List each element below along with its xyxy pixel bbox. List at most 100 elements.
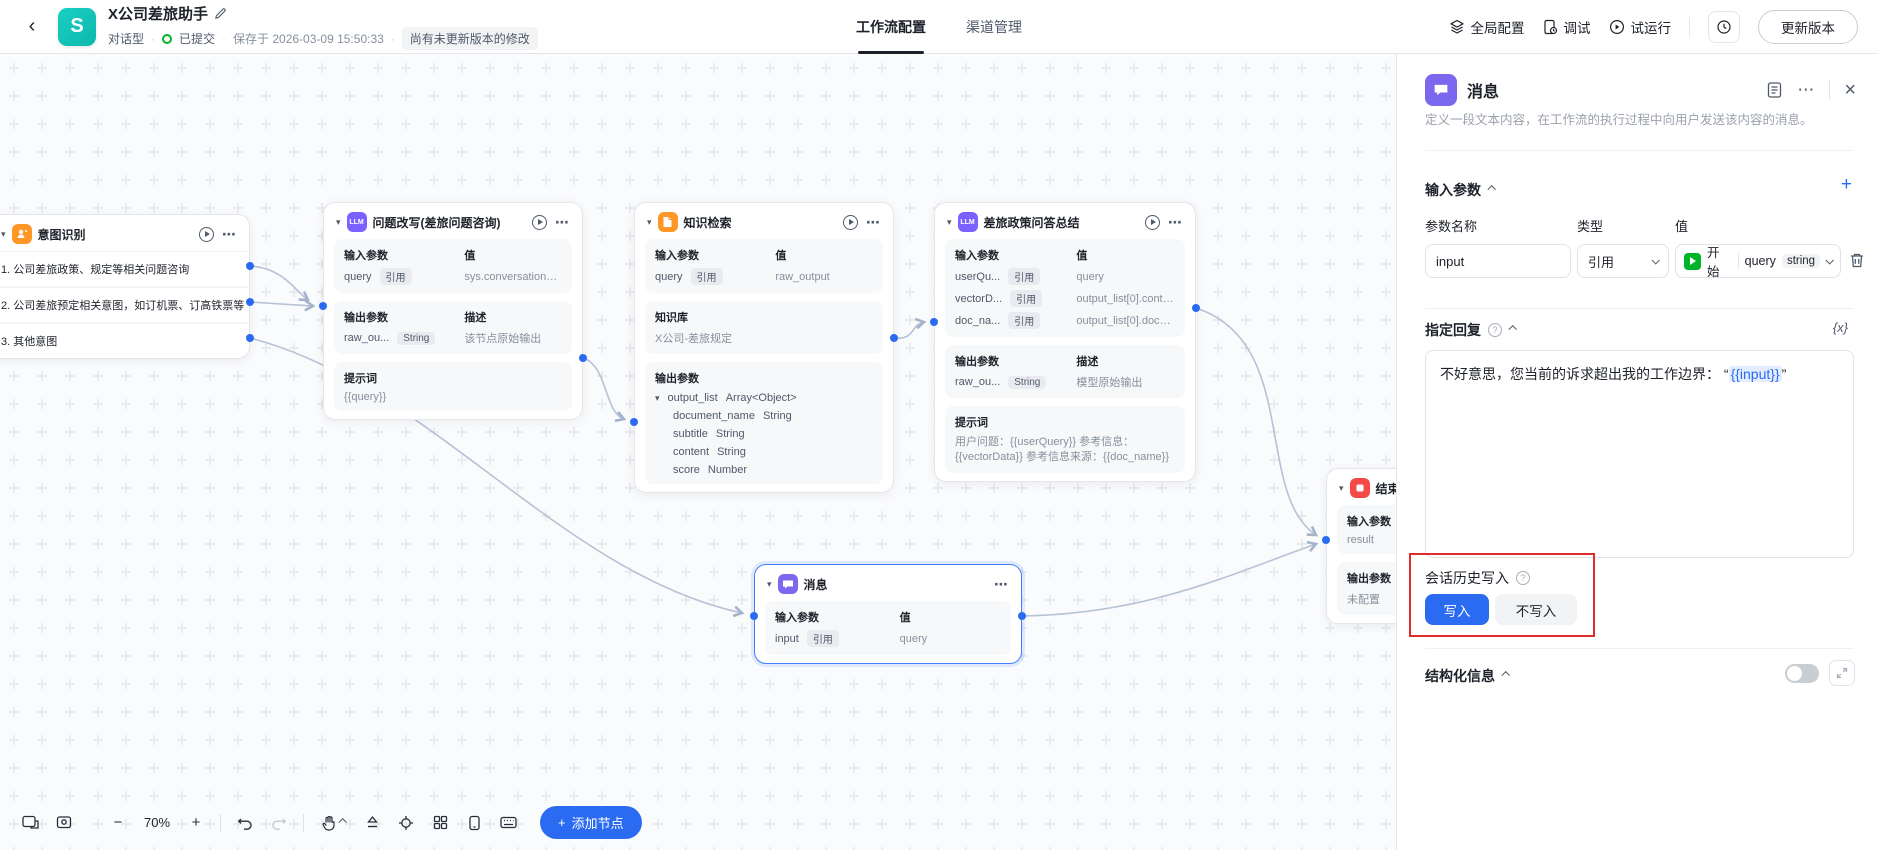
history-no-write-button[interactable]: 不写入 <box>1495 594 1577 625</box>
ref-tag: 引用 <box>690 268 723 285</box>
header-divider <box>1689 16 1690 37</box>
panel-description: 定义一段文本内容，在工作流的执行过程中向用户发送该内容的消息。 <box>1425 113 1813 127</box>
type-tag: String <box>397 331 436 345</box>
help-icon[interactable]: ? <box>1516 571 1530 585</box>
node-run-icon[interactable] <box>1145 214 1160 230</box>
start-node-icon <box>1684 252 1701 270</box>
workflow-canvas[interactable]: ▾ 意图识别 ⋯ 1. 公司差旅政策、规定等相关问题咨询 2. 公司差旅预定相关… <box>0 54 1396 850</box>
node-run-icon[interactable] <box>843 214 858 230</box>
node-config-panel: 消息 ⋯ × 定义一段文本内容，在工作流的执行过程中向用户发送该内容的消息。 输… <box>1396 54 1878 850</box>
llm-node-icon: LLM <box>957 212 978 232</box>
undo-button[interactable] <box>231 809 259 837</box>
panel-divider <box>1829 80 1831 100</box>
delete-param-button[interactable] <box>1849 252 1865 274</box>
source-param-label: query <box>1744 254 1776 268</box>
node-outputs-section: 输出参数 描述 raw_ou...String 该节点原始输出 <box>334 301 572 354</box>
keyboard-shortcuts-icon[interactable] <box>494 809 522 837</box>
node-more-icon[interactable]: ⋯ <box>866 214 881 230</box>
node-policy-summary[interactable]: ▾ LLM 差旅政策问答总结 ⋯ 输入参数 值 userQu...引用 quer… <box>934 202 1196 482</box>
back-button[interactable]: ‹ <box>28 15 36 37</box>
tab-workflow-config[interactable]: 工作流配置 <box>856 0 926 54</box>
debug-button[interactable]: 调试 <box>1543 17 1591 37</box>
reply-editor[interactable]: 不好意思，您当前的诉求超出我的工作边界： “{{input}}” <box>1425 350 1854 558</box>
node-more-icon[interactable]: ⋯ <box>555 214 570 230</box>
redo-button[interactable] <box>265 809 293 837</box>
chevron-down-icon <box>1825 256 1834 265</box>
node-title: 问题改写(差旅问题咨询) <box>372 215 501 230</box>
panel-more-icon[interactable]: ⋯ <box>1797 80 1816 99</box>
collapse-caret-icon[interactable]: ▾ <box>947 216 952 227</box>
node-outputs-section: 输出参数 描述 raw_ou...String 模型原始输出 <box>945 345 1185 398</box>
section-divider <box>1425 648 1854 649</box>
structured-section-title: 结构化信息 <box>1425 668 1495 684</box>
end-node-icon <box>1349 478 1370 498</box>
version-history-button[interactable] <box>1708 10 1740 43</box>
screenshot-icon[interactable] <box>50 809 78 837</box>
expand-icon[interactable] <box>1829 660 1855 686</box>
edit-title-icon[interactable] <box>214 7 227 20</box>
history-write-button[interactable]: 写入 <box>1425 594 1489 625</box>
collapse-caret-icon[interactable]: ▾ <box>1339 482 1344 493</box>
variable-insert-icon[interactable]: {x} <box>1832 320 1848 335</box>
node-more-icon[interactable]: ⋯ <box>994 576 1009 592</box>
pan-mode-button[interactable] <box>314 809 352 837</box>
play-circle-icon <box>1609 19 1624 34</box>
zoom-out-button[interactable]: − <box>113 814 123 831</box>
node-run-icon[interactable] <box>532 214 547 230</box>
tab-channel-management[interactable]: 渠道管理 <box>966 19 1022 35</box>
node-title: 结束 <box>1375 481 1396 496</box>
intent-item-2[interactable]: 2. 公司差旅预定相关意图，如订机票、订高铁票等 <box>0 288 249 322</box>
param-name-input[interactable]: input <box>1425 244 1571 278</box>
reply-variable: {{input}} <box>1728 366 1782 382</box>
collapse-caret-icon[interactable]: ▾ <box>336 216 341 227</box>
param-type-select[interactable]: 引用 <box>1577 244 1669 278</box>
collapse-icon[interactable] <box>1501 671 1510 680</box>
test-run-button[interactable]: 试运行 <box>1609 17 1671 37</box>
structured-toggle[interactable] <box>1785 664 1819 683</box>
col-param-name: 参数名称 <box>1425 219 1478 234</box>
top-bar: ‹ S X公司差旅助手 对话型 · 已提交 · 保存于 2026-03-09 1… <box>0 0 1878 54</box>
collapse-caret-icon[interactable]: ▾ <box>1 228 6 239</box>
app-logo: S <box>58 7 96 46</box>
global-config-button[interactable]: 全局配置 <box>1449 17 1525 37</box>
minimap-icon[interactable] <box>16 809 44 837</box>
tidy-layout-icon[interactable] <box>358 809 386 837</box>
param-value-select[interactable]: 开始 query string <box>1675 244 1841 279</box>
collapse-caret-icon[interactable]: ▾ <box>767 578 772 589</box>
close-panel-icon[interactable]: × <box>1844 79 1856 101</box>
node-outputs-section: 输出参数 未配置 <box>1337 562 1396 615</box>
zoom-in-button[interactable]: + <box>191 814 201 831</box>
toolbar-divider <box>303 813 304 832</box>
collapse-caret-icon[interactable]: ▾ <box>647 216 652 227</box>
collapse-icon[interactable] <box>1508 325 1517 334</box>
update-version-button[interactable]: 更新版本 <box>1758 9 1858 44</box>
node-end[interactable]: ▾ 结束 输入参数 result 输出参数 未配置 <box>1326 468 1396 624</box>
submitted-status-label: 已提交 <box>179 32 216 46</box>
add-param-button[interactable]: + <box>1840 174 1852 195</box>
node-run-icon[interactable] <box>199 226 214 242</box>
help-icon[interactable]: ? <box>1488 323 1502 337</box>
node-more-icon[interactable]: ⋯ <box>222 226 237 242</box>
canvas-toolbar: − 70% + <box>16 806 642 839</box>
intent-item-3[interactable]: 3. 其他意图 <box>0 324 249 358</box>
locate-icon[interactable] <box>392 809 420 837</box>
collapse-icon[interactable] <box>1487 185 1496 194</box>
mobile-preview-icon[interactable] <box>460 809 488 837</box>
node-intent-recognition[interactable]: ▾ 意图识别 ⋯ 1. 公司差旅政策、规定等相关问题咨询 2. 公司差旅预定相关… <box>0 214 250 359</box>
add-node-button[interactable]: + 添加节点 <box>540 806 642 839</box>
chevron-up-icon <box>337 817 347 827</box>
node-more-icon[interactable]: ⋯ <box>1168 214 1183 230</box>
notes-icon[interactable] <box>1766 81 1783 99</box>
panel-title: 消息 <box>1467 84 1500 101</box>
toolbar-divider <box>220 813 221 832</box>
node-prompt-section: 提示词 用户问题：{{userQuery}} 参考信息：{{vectorData… <box>945 406 1185 473</box>
intent-item-1[interactable]: 1. 公司差旅政策、规定等相关问题咨询 <box>0 252 249 286</box>
zoom-level[interactable]: 70% <box>143 815 171 830</box>
tree-caret-icon[interactable]: ▾ <box>655 392 660 403</box>
node-knowledge-base-section: 知识库 X公司-差旅规定 <box>645 301 883 354</box>
grid-view-icon[interactable] <box>426 809 454 837</box>
